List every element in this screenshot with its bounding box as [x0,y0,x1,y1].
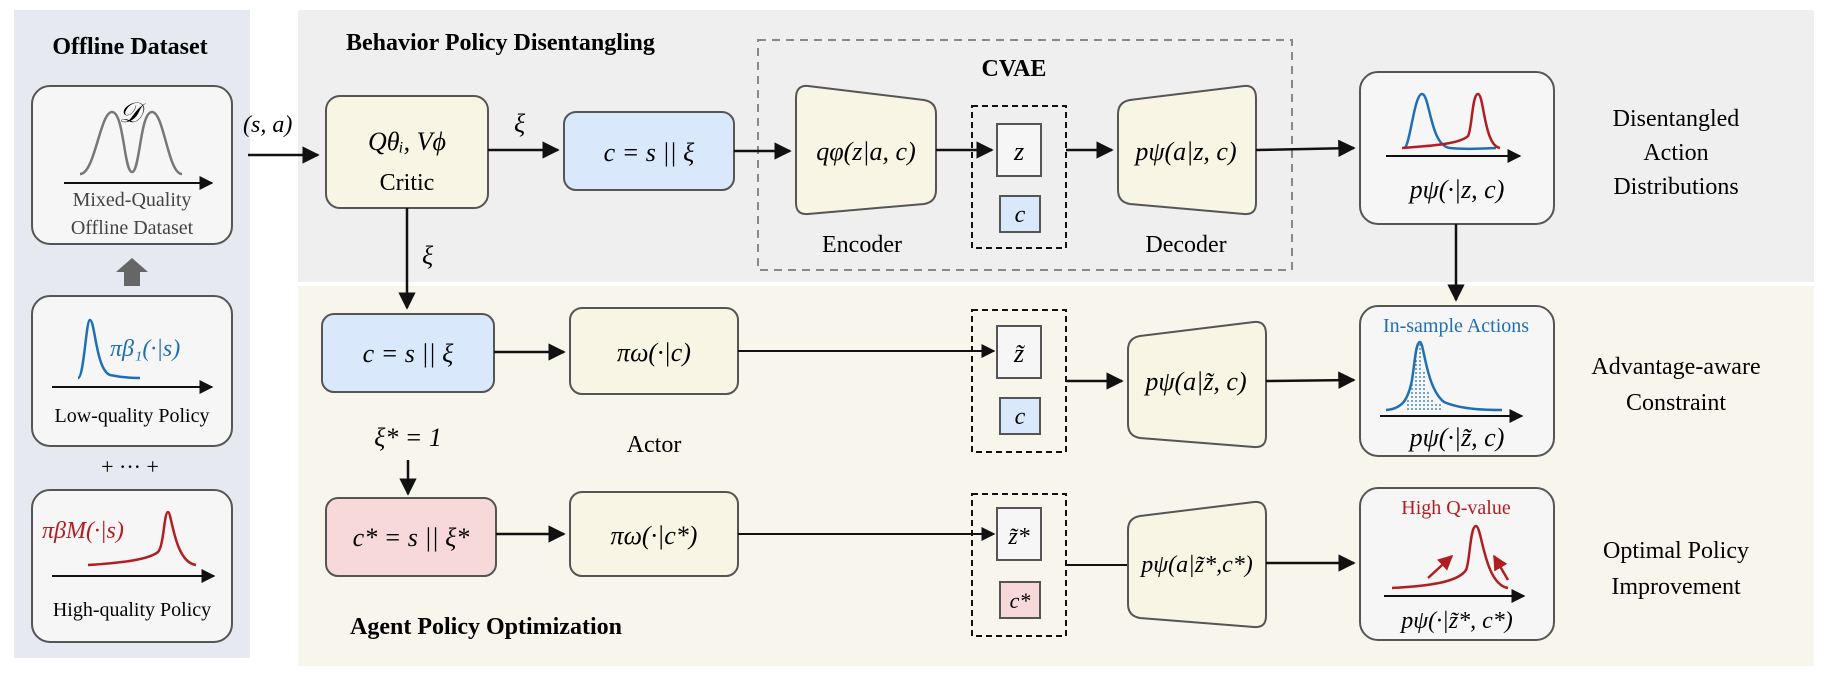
xi-star-label: ξ* = 1 [374,423,442,452]
cvae-group [757,39,1293,271]
xi-label-down: ξ [422,241,434,270]
bottom-section-title: Agent Policy Optimization [350,614,622,640]
output-box-middle [1359,305,1555,457]
output-bottom-curve [1391,524,1509,590]
low-policy-math: πβ₁(·|s) [110,336,180,362]
latent-c-box-middle [999,397,1041,435]
output-middle-math: pψ(·|z̃, c) [1408,423,1505,452]
right-label-bottom-2: Improvement [1611,574,1741,600]
critic-label: Critic [380,170,435,196]
latent-c-star: c* [1010,588,1031,613]
output-title-middle: In-sample Actions [1383,315,1529,337]
latent-z: z [1013,137,1024,166]
critic-math: Qθᵢ, Vϕ [368,127,446,156]
input-label: (s, a) [243,112,292,138]
decoder-shape [1117,84,1257,216]
latent-c-box [999,195,1041,233]
latent-c-middle: c [1015,404,1026,430]
concat-box-bottom [325,497,497,577]
decoder-to-output-arrow-middle [1265,371,1356,389]
latent-z-box [996,123,1042,177]
red-arrow-left [1427,554,1454,579]
latent-z-tilde: z̃ [1013,339,1026,368]
latent-c: c [1015,202,1026,228]
policy-dots: + ··· + [101,454,159,479]
output-top-math: pψ(·|z, c) [1408,175,1505,204]
low-quality-box [31,295,233,447]
high-policy-math: πβM(·|s) [42,518,124,544]
right-label-top-2: Action [1643,140,1708,166]
encoder-label: Encoder [822,232,902,258]
actor-math-bottom: πω(·|c*) [611,521,698,550]
right-label-bottom-1: Optimal Policy [1603,538,1749,564]
latent-group-top [971,105,1067,249]
actor-math-middle: πω(·|c) [617,338,691,367]
dataset-box [31,85,233,245]
xi-label-right: ξ [514,109,526,138]
actor-label: Actor [627,432,682,458]
dataset-caption-1: Mixed-Quality [73,189,192,211]
output-title-bottom: High Q-value [1401,497,1511,519]
decoder-math-bottom: pψ(a|z̃*,c*) [1139,552,1252,578]
decoder-shape-bottom [1127,500,1267,629]
output-top-blue-curve [1402,92,1497,151]
latent-z-tilde-box [996,325,1042,379]
output-top-red-curve [1401,92,1501,150]
dataset-caption-2: Offline Dataset [71,217,194,239]
encoder-math: qφ(z|a, c) [816,137,916,166]
latent-c-star-box [999,581,1041,619]
dataset-bimodal-curve [79,110,183,176]
right-label-middle-2: Constraint [1626,390,1726,416]
decoder-math-middle: pψ(a|z̃, c) [1143,367,1246,396]
high-quality-label: High-quality Policy [53,599,211,621]
latent-z-star: z̃* [1007,524,1029,550]
left-panel-title: Offline Dataset [52,34,207,60]
concat-math-middle: c = s || ξ [363,339,454,368]
cvae-label: CVAE [982,56,1047,82]
low-quality-label: Low-quality Policy [55,405,210,427]
decoder-to-output-arrow [1255,139,1356,158]
concat-math-top: c = s || ξ [604,138,695,167]
decoder-shape-middle [1127,320,1267,449]
up-arrow-icon [116,258,148,286]
right-label-top-3: Distributions [1613,174,1738,200]
latent-z-star-box [996,507,1042,561]
red-arrow-right [1492,554,1510,581]
high-quality-box [31,489,233,643]
output-box-bottom [1359,487,1555,641]
low-quality-curve [76,318,141,380]
bottom-panel [298,286,1814,666]
right-label-top-1: Disentangled [1613,106,1740,132]
decoder-math: pψ(a|z, c) [1133,137,1236,166]
decoder-label: Decoder [1145,232,1226,258]
output-bottom-math: pψ(·|z̃*, c*) [1399,608,1512,634]
concat-math-bottom: c* = s || ξ* [353,523,470,552]
encoder-shape [795,84,937,216]
right-label-middle-1: Advantage-aware [1591,354,1760,380]
output-middle-curve [1385,340,1503,412]
high-quality-curve [87,510,197,567]
top-section-title: Behavior Policy Disentangling [346,30,655,56]
